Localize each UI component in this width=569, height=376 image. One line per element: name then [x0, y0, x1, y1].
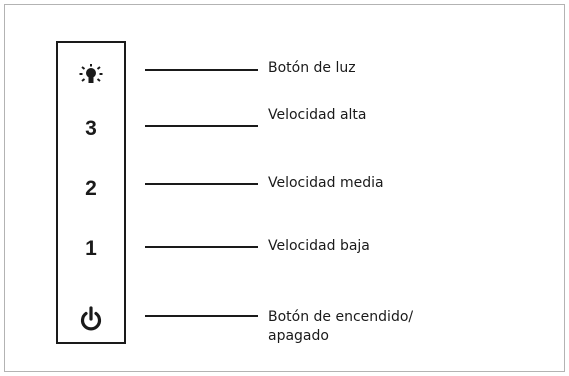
leader-line-speed-medium [145, 183, 258, 185]
speed-medium-button[interactable]: 2 [85, 177, 97, 200]
diagram-frame [4, 4, 565, 372]
leader-line-speed-high [145, 125, 258, 127]
leader-line-light [145, 69, 258, 71]
leader-line-speed-low [145, 246, 258, 248]
light-bulb-icon [76, 63, 106, 87]
speed-low-button[interactable]: 1 [85, 237, 97, 260]
label-light-button: Botón de luz [268, 60, 356, 76]
label-speed-low: Velocidad baja [268, 238, 370, 254]
label-power-button: Botón de encendido/ apagado [268, 309, 414, 344]
speed-high-button[interactable]: 3 [85, 117, 97, 140]
power-icon [79, 306, 103, 332]
label-speed-high: Velocidad alta [268, 107, 367, 123]
power-button[interactable] [58, 301, 124, 337]
light-button[interactable] [58, 57, 124, 93]
leader-line-power [145, 315, 258, 317]
label-speed-medium: Velocidad media [268, 175, 384, 191]
control-panel: 3 2 1 [56, 41, 126, 344]
